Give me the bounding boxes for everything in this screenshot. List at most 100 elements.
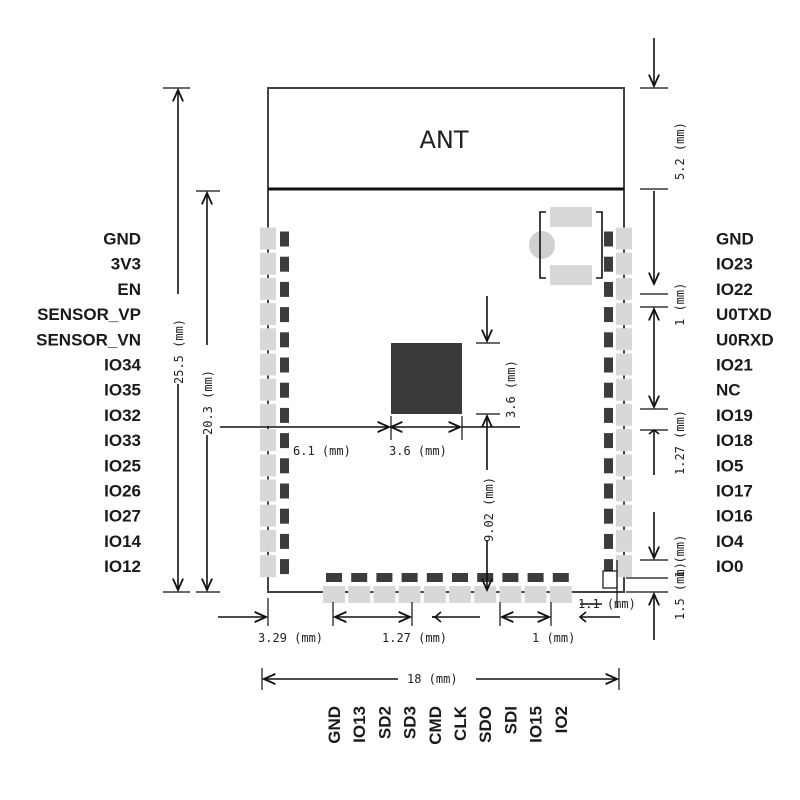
- bottom-pin-label: SDI: [501, 706, 520, 734]
- left-pad: [280, 483, 289, 499]
- bottom-pad-light: [499, 586, 522, 603]
- left-pad-light: [260, 403, 276, 426]
- bottom-pad-row: [323, 573, 572, 603]
- left-pad-light: [260, 227, 276, 250]
- dim-chip-width-label: 3.6 (mm): [389, 444, 447, 458]
- dim-center-left-label: 6.1 (mm): [293, 444, 351, 458]
- dim-right-pad-offset-label: 1.1 (mm): [578, 597, 636, 611]
- rf-bracket-right: [596, 211, 603, 279]
- rf-circle: [529, 231, 555, 259]
- right-pin-label: IO5: [716, 456, 743, 475]
- dim-right-bottom-offset: 1 (mm): [626, 512, 687, 579]
- left-pin-label: IO26: [104, 482, 141, 501]
- left-pin-labels: GND3V3ENSENSOR_VPSENSOR_VNIO34IO35IO32IO…: [36, 230, 141, 577]
- left-pin-label: IO12: [104, 557, 141, 576]
- left-pad: [280, 533, 289, 549]
- left-pad-light: [260, 529, 276, 552]
- dim-total-width-label: 18 (mm): [407, 672, 458, 686]
- right-pad-light: [616, 328, 632, 351]
- right-pin-label: IO19: [716, 406, 753, 425]
- right-pad: [604, 508, 613, 524]
- dim-chip-height-label: 3.6 (mm): [504, 360, 518, 418]
- left-pad-light: [260, 252, 276, 275]
- left-pad: [280, 256, 289, 272]
- right-pin-labels: GNDIO23IO22U0TXDU0RXDIO21NCIO19IO18IO5IO…: [716, 230, 774, 577]
- right-pad-light: [616, 252, 632, 275]
- corner-pad: [602, 570, 618, 589]
- right-pad: [604, 357, 613, 373]
- left-pad: [280, 307, 289, 323]
- right-pin-label: IO18: [716, 431, 753, 450]
- dim-right-pad-offset: 1.1 (mm): [578, 560, 636, 611]
- right-pad-light: [616, 529, 632, 552]
- dim-right-pitch-top-label: 1 (mm): [673, 283, 687, 326]
- bottom-pad-light: [323, 586, 345, 603]
- left-pin-label: IO27: [104, 507, 141, 526]
- dim-right-pitch-label: 1.27 (mm): [673, 410, 687, 475]
- right-pin-label: GND: [716, 230, 754, 249]
- left-pad-light: [260, 277, 276, 300]
- left-pad-light: [260, 328, 276, 351]
- right-pin-label: U0TXD: [716, 305, 772, 324]
- left-pad: [280, 332, 289, 348]
- left-pad: [280, 231, 289, 247]
- left-pad-light: [260, 378, 276, 401]
- bottom-pin-label: CLK: [451, 705, 470, 741]
- left-pin-label: EN: [117, 280, 141, 299]
- dim-antenna-height-label: 5.2 (mm): [673, 122, 687, 180]
- left-pad-light: [260, 504, 276, 527]
- right-pad: [604, 483, 613, 499]
- left-pin-label: IO35: [104, 381, 141, 400]
- left-pin-label: SENSOR_VP: [37, 305, 141, 324]
- dim-bottom-pitch-label: 1.27 (mm): [382, 631, 447, 645]
- left-pin-label: IO14: [104, 532, 141, 551]
- bottom-pad: [477, 573, 494, 582]
- dim-right-pitch-top: 1 (mm): [640, 191, 687, 407]
- bottom-pad: [426, 573, 443, 582]
- right-pin-label: IO16: [716, 507, 753, 526]
- bottom-pin-label: CMD: [426, 706, 445, 745]
- dim-total-height-label: 25.5 (mm): [172, 319, 186, 384]
- right-pad-light: [616, 353, 632, 376]
- left-pad-light: [260, 555, 276, 578]
- dim-right-bottom-offset-label: 1 (mm): [673, 535, 687, 578]
- left-pad-light: [260, 454, 276, 477]
- right-pin-label: NC: [716, 381, 741, 400]
- left-pad: [280, 433, 289, 449]
- rf-pad-top: [550, 207, 592, 227]
- right-pad: [604, 407, 613, 423]
- left-pin-label: IO34: [104, 356, 141, 375]
- right-pad-light: [616, 403, 632, 426]
- right-pin-label: IO22: [716, 280, 753, 299]
- right-pin-label: IO4: [716, 532, 744, 551]
- right-pin-label: IO0: [716, 557, 743, 576]
- right-pad-light: [616, 429, 632, 452]
- dim-total-width: 18 (mm): [261, 668, 620, 690]
- dim-antenna-height: 5.2 (mm): [640, 38, 687, 190]
- right-pad-light: [616, 479, 632, 502]
- bottom-pin-label: IO2: [552, 706, 571, 733]
- left-pad-row: [260, 227, 289, 578]
- left-pad-light: [260, 303, 276, 326]
- right-pad: [604, 231, 613, 247]
- dim-bottom-offsets: 3.29 (mm) 1.27 (mm) 1 (mm): [218, 598, 620, 645]
- dim-total-height: 25.5 (mm): [163, 87, 190, 593]
- bottom-pin-label: SD2: [375, 706, 394, 739]
- bottom-pad-light: [549, 586, 572, 603]
- left-pad: [280, 407, 289, 423]
- left-pad-light: [260, 353, 276, 376]
- dim-bottom-right-label: 1 (mm): [532, 631, 575, 645]
- bottom-pad: [502, 573, 519, 582]
- dim-right-pitch: 1.27 (mm): [640, 408, 687, 475]
- left-pad-light: [260, 479, 276, 502]
- right-pad-light: [616, 504, 632, 527]
- bottom-pad: [452, 573, 468, 582]
- bottom-pin-label: GND: [325, 706, 344, 744]
- dim-chip-height: 3.6 (mm): [476, 296, 518, 418]
- dim-bottom-left-label: 3.29 (mm): [258, 631, 323, 645]
- right-pad: [604, 332, 613, 348]
- dim-chip-bottom: 9.02 (mm): [480, 416, 496, 590]
- bottom-pad: [351, 573, 368, 582]
- dim-right-bottom-margin: 1.5 (mm): [626, 562, 687, 640]
